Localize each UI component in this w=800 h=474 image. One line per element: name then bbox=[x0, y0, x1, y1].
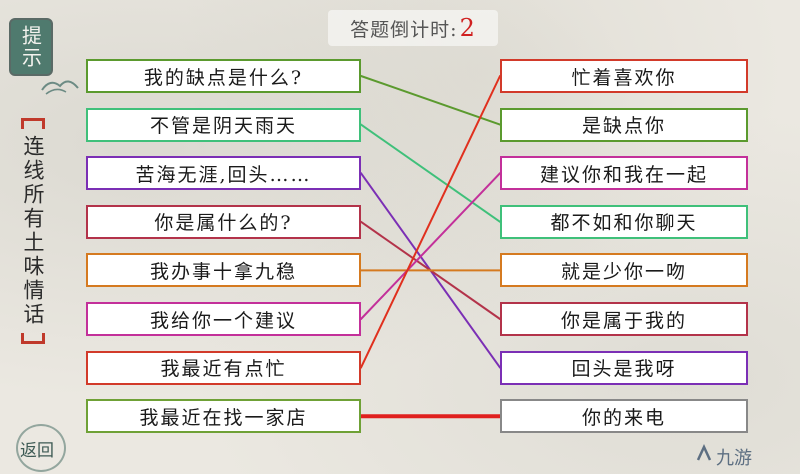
right-option-2[interactable]: 是缺点你 bbox=[500, 107, 748, 142]
right-option-5[interactable]: 就是少你一吻 bbox=[500, 253, 748, 288]
left-option-text: 我的缺点是什么? bbox=[143, 66, 304, 89]
left-option-text: 我最近在找一家店 bbox=[139, 406, 308, 429]
back-label: 返回 bbox=[20, 441, 54, 461]
right-option-text: 就是少你一吻 bbox=[560, 260, 687, 283]
watermark-text: 九游 bbox=[716, 448, 752, 469]
instruction-panel: 连线所有土味情话 bbox=[18, 118, 48, 378]
right-option-text: 你的来电 bbox=[581, 406, 666, 429]
left-option-text: 我给你一个建议 bbox=[149, 309, 297, 332]
left-option-text: 你是属什么的? bbox=[154, 212, 293, 235]
bracket-top bbox=[21, 118, 45, 129]
right-option-8[interactable]: 你的来电 bbox=[500, 399, 748, 434]
instruction-text: 连线所有土味情话 bbox=[21, 135, 45, 327]
right-option-4[interactable]: 都不如和你聊天 bbox=[500, 204, 748, 239]
left-option-6[interactable]: 我给你一个建议 bbox=[86, 302, 361, 336]
right-option-7[interactable]: 回头是我呀 bbox=[500, 350, 748, 385]
right-option-3[interactable]: 建议你和我在一起 bbox=[500, 156, 748, 191]
left-option-1[interactable]: 我的缺点是什么? bbox=[86, 59, 361, 93]
connection-line-7 bbox=[360, 75, 501, 369]
right-option-text: 你是属于我的 bbox=[560, 309, 687, 332]
left-option-text: 我办事十拿九稳 bbox=[149, 260, 297, 283]
connection-line-2 bbox=[360, 123, 501, 223]
timer-label: 答题倒计时: bbox=[350, 18, 458, 41]
left-option-2[interactable]: 不管是阴天雨天 bbox=[86, 107, 361, 142]
left-option-4[interactable]: 你是属什么的? bbox=[86, 204, 361, 239]
connection-line-6 bbox=[360, 172, 501, 320]
left-option-text: 不管是阴天雨天 bbox=[149, 115, 297, 138]
right-option-text: 都不如和你聊天 bbox=[550, 212, 698, 235]
right-option-1[interactable]: 忙着喜欢你 bbox=[500, 59, 748, 93]
right-option-text: 回头是我呀 bbox=[571, 358, 677, 381]
left-option-8[interactable]: 我最近在找一家店 bbox=[86, 399, 361, 434]
hint-button[interactable]: 提示 bbox=[9, 18, 53, 76]
right-option-text: 是缺点你 bbox=[581, 115, 666, 138]
back-ring-icon bbox=[16, 424, 66, 472]
back-button[interactable]: 返回 bbox=[12, 424, 72, 472]
right-option-text: 忙着喜欢你 bbox=[571, 66, 677, 89]
left-option-text: 我最近有点忙 bbox=[160, 358, 287, 381]
cloud-decoration-icon bbox=[41, 80, 79, 95]
right-option-6[interactable]: 你是属于我的 bbox=[500, 302, 748, 336]
countdown-timer: 答题倒计时: 2 bbox=[328, 10, 498, 46]
left-option-5[interactable]: 我办事十拿九稳 bbox=[86, 253, 361, 288]
timer-value: 2 bbox=[459, 14, 476, 42]
left-option-3[interactable]: 苦海无涯,回头…… bbox=[86, 156, 361, 191]
right-option-text: 建议你和我在一起 bbox=[539, 163, 708, 186]
bracket-bottom bbox=[21, 333, 45, 344]
left-option-text: 苦海无涯,回头…… bbox=[135, 163, 312, 186]
jiuyou-logo-icon bbox=[696, 444, 712, 461]
hint-label: 提示 bbox=[18, 25, 43, 69]
left-option-7[interactable]: 我最近有点忙 bbox=[86, 350, 361, 385]
connection-line-1 bbox=[360, 75, 501, 126]
